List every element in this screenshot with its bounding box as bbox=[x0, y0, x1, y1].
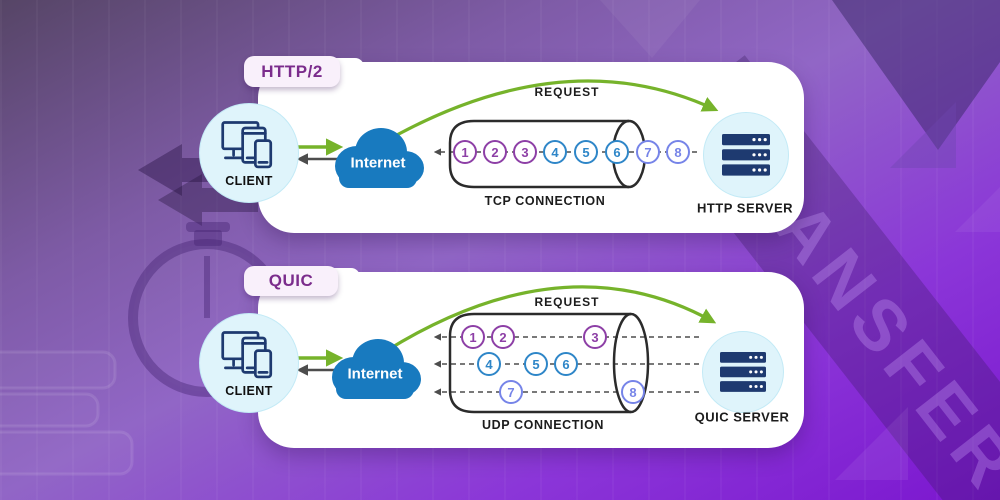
udp-connection-label: UDP CONNECTION bbox=[481, 418, 605, 432]
quic-internet-cloud: Internet bbox=[325, 331, 425, 407]
stream-circle: 7 bbox=[636, 140, 660, 164]
quic-badge: QUIC bbox=[244, 266, 338, 296]
internet-label: Internet bbox=[350, 154, 406, 172]
devices-icon bbox=[221, 331, 273, 379]
stream-circle: 1 bbox=[461, 325, 485, 349]
http2-request-label: REQUEST bbox=[534, 85, 600, 99]
stream-circle: 4 bbox=[543, 140, 567, 164]
quic-request-label: REQUEST bbox=[534, 295, 600, 309]
client-label: CLIENT bbox=[225, 173, 273, 188]
http2-client-node: CLIENT bbox=[199, 103, 299, 203]
quic-client-node: CLIENT bbox=[199, 313, 299, 413]
http2-badge-label: HTTP/2 bbox=[261, 61, 323, 81]
stream-circle: 8 bbox=[666, 140, 690, 164]
quic-server-node bbox=[702, 331, 784, 413]
internet-label: Internet bbox=[347, 365, 403, 383]
stream-circle: 2 bbox=[491, 325, 515, 349]
stream-circle: 6 bbox=[554, 352, 578, 376]
stream-circle: 5 bbox=[524, 352, 548, 376]
stream-circle: 4 bbox=[477, 352, 501, 376]
stream-circle: 8 bbox=[621, 380, 645, 404]
server-rack-icon bbox=[720, 352, 766, 392]
stream-circle: 6 bbox=[605, 140, 629, 164]
http2-badge: HTTP/2 bbox=[244, 56, 340, 87]
stream-circle: 3 bbox=[513, 140, 537, 164]
http2-server-node bbox=[703, 112, 789, 198]
quic-server-label: QUIC SERVER bbox=[694, 409, 790, 425]
stream-circle: 5 bbox=[574, 140, 598, 164]
client-label: CLIENT bbox=[225, 383, 273, 398]
stream-circle: 7 bbox=[499, 380, 523, 404]
stream-circle: 2 bbox=[483, 140, 507, 164]
http2-server-label: HTTP SERVER bbox=[696, 200, 794, 216]
tcp-connection-label: TCP CONNECTION bbox=[484, 194, 606, 208]
http2-internet-cloud: Internet bbox=[328, 120, 428, 196]
devices-icon bbox=[221, 121, 273, 169]
server-rack-icon bbox=[722, 134, 770, 176]
quic-badge-label: QUIC bbox=[268, 271, 314, 290]
stream-circle: 3 bbox=[583, 325, 607, 349]
stream-circle: 1 bbox=[453, 140, 477, 164]
